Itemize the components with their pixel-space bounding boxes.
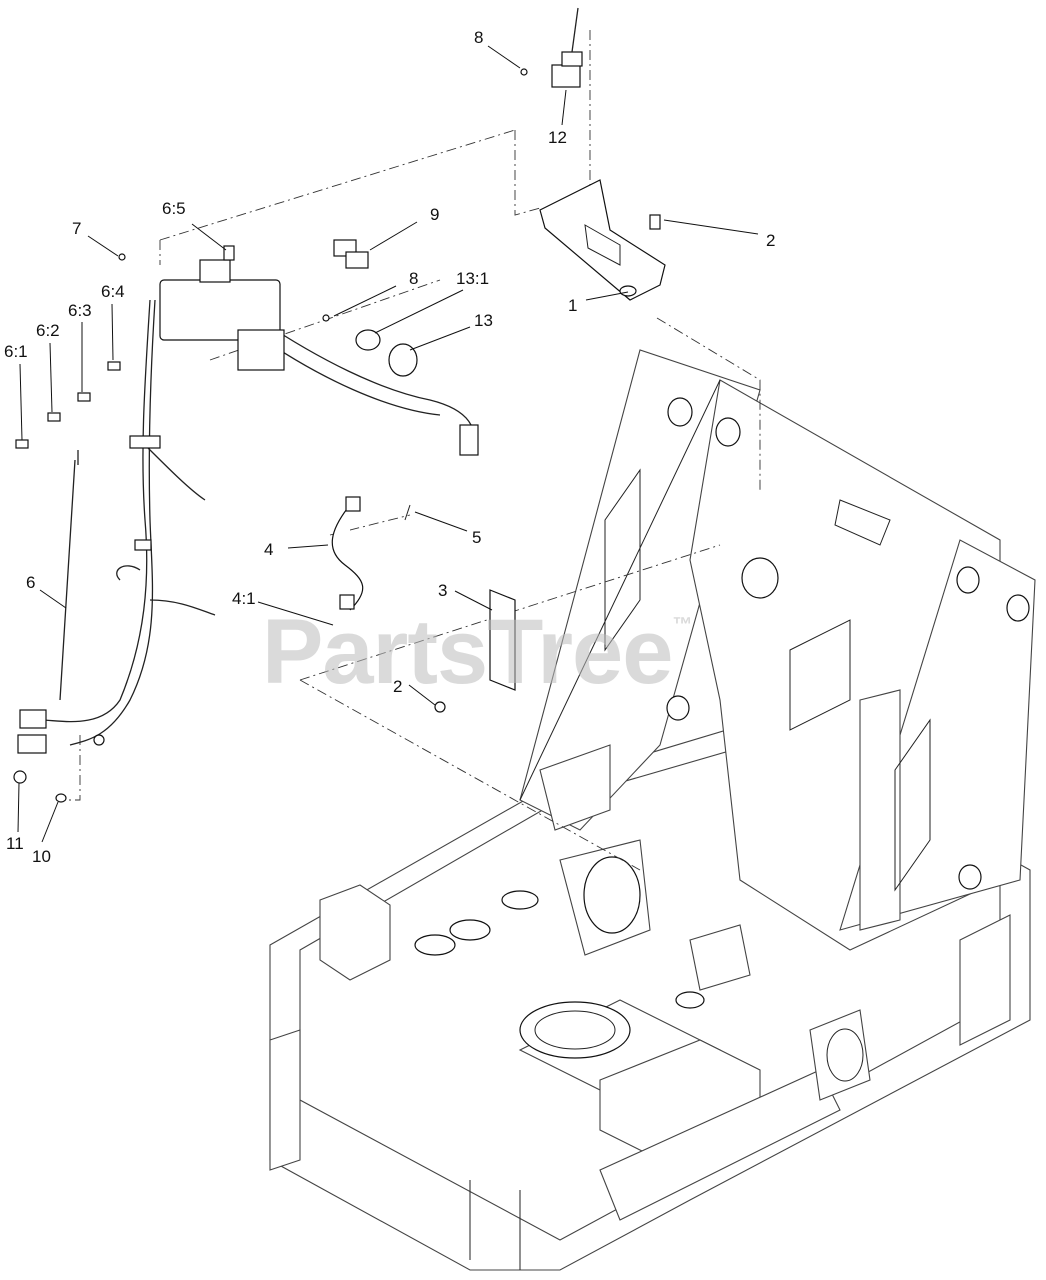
callout-3: 3	[438, 581, 448, 600]
callout-6-5: 6:5	[162, 199, 186, 218]
leader-lines	[17, 45, 759, 843]
callout-1: 1	[568, 296, 578, 315]
callout-6: 6	[26, 573, 36, 592]
callout-8-mid: 8	[409, 269, 419, 288]
callout-13: 13	[474, 311, 493, 330]
wire-harness	[17, 259, 479, 754]
callout-11: 11	[6, 834, 24, 853]
callout-6-1: 6:1	[4, 342, 28, 361]
callout-2-top: 2	[766, 231, 776, 250]
callout-7: 7	[72, 219, 82, 238]
trademark-mark: ™	[672, 614, 692, 636]
loose-parts	[13, 239, 418, 803]
partstree-watermark: PartsTree™	[262, 600, 692, 705]
callout-2-bottom: 2	[393, 677, 403, 696]
plate-3	[434, 589, 516, 713]
callout-12: 12	[548, 128, 567, 147]
callout-6-2: 6:2	[36, 321, 60, 340]
bracket-assembly	[539, 179, 666, 301]
watermark-text: PartsTree	[262, 601, 673, 703]
callout-4-1: 4:1	[232, 589, 256, 608]
upright-panels	[519, 349, 1036, 951]
callout-5: 5	[472, 528, 482, 547]
callout-10: 10	[32, 847, 51, 866]
relay-12	[520, 7, 583, 88]
callout-6-4: 6:4	[101, 282, 125, 301]
callout-4: 4	[264, 540, 274, 559]
callout-8-top: 8	[474, 28, 484, 47]
callout-9: 9	[430, 205, 440, 224]
callout-13-1: 13:1	[456, 269, 490, 288]
callout-6-3: 6:3	[68, 301, 92, 320]
hose-4	[331, 496, 411, 611]
